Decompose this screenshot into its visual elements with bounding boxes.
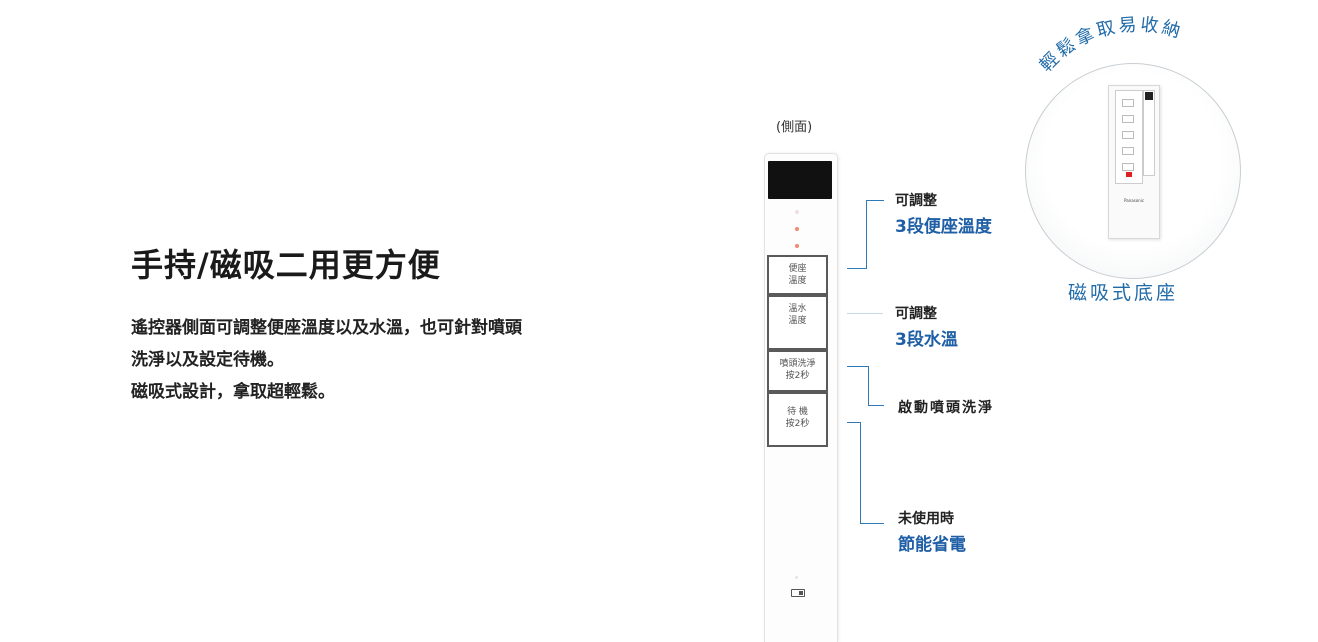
button-label: 待 機 — [787, 407, 808, 417]
annotation-water-temp: 可調整 3段水溫 — [895, 303, 958, 350]
mini-remote — [1115, 90, 1143, 184]
mini-button — [1122, 147, 1134, 155]
nozzle-wash-button: 噴頭洗淨 按2秒 — [767, 350, 828, 392]
annotation-label: 可調整 — [895, 306, 937, 322]
mini-button — [1122, 131, 1134, 139]
circle-caption: 磁吸式底座 — [1068, 282, 1179, 304]
description: 遙控器側面可調整便座溫度以及水溫，也可針對噴頭 洗淨以及設定待機。 磁吸式設計，… — [131, 312, 631, 408]
standby-button: 待 機 按2秒 — [767, 392, 828, 447]
bracket-line — [868, 366, 869, 406]
bracket-line — [847, 313, 883, 314]
description-line: 磁吸式設計，拿取超輕鬆。 — [131, 382, 335, 402]
bracket-line — [866, 200, 884, 201]
button-label: 按2秒 — [785, 371, 810, 381]
brand-logo: Panasonic — [1123, 198, 1145, 203]
description-line: 洗淨以及設定待機。 — [131, 350, 284, 370]
annotation-nozzle: 啟動噴頭洗淨 — [898, 397, 994, 417]
bracket-line — [847, 422, 861, 423]
remote-display — [768, 161, 832, 199]
annotation-label: 未使用時 — [898, 511, 954, 527]
annotation-highlight: 3段水溫 — [895, 330, 958, 350]
button-label: 按2秒 — [785, 419, 810, 429]
bracket-line — [868, 405, 884, 406]
indicator-dot — [795, 576, 798, 579]
bracket-line — [847, 268, 867, 269]
button-label: 溫度 — [788, 316, 807, 326]
mini-stop-button — [1126, 172, 1132, 177]
annotation-standby: 未使用時 節能省電 — [898, 508, 966, 555]
bracket-line — [860, 523, 884, 524]
magnetic-base-image: Panasonic — [1108, 85, 1160, 239]
seat-temp-button: 便座 溫度 — [767, 255, 828, 295]
annotation-seat-temp: 可調整 3段便座溫度 — [895, 190, 992, 237]
mini-remote-side — [1143, 90, 1155, 176]
bracket-line — [847, 366, 869, 367]
indicator-led — [795, 210, 799, 214]
annotation-highlight: 3段便座溫度 — [895, 217, 992, 237]
indicator-led — [795, 227, 799, 231]
button-label: 溫度 — [788, 276, 807, 286]
battery-icon — [791, 589, 805, 597]
mini-button — [1122, 99, 1134, 107]
description-line: 遙控器側面可調整便座溫度以及水溫，也可針對噴頭 — [131, 318, 522, 338]
annotation-label: 可調整 — [895, 193, 937, 209]
page-heading: 手持/磁吸二用更方便 — [131, 246, 441, 284]
mini-button — [1122, 115, 1134, 123]
bracket-line — [866, 200, 867, 269]
side-view-label: (側面) — [776, 120, 813, 135]
water-temp-button: 溫水 溫度 — [767, 295, 828, 350]
remote-controller-image: 便座 溫度 溫水 溫度 噴頭洗淨 按2秒 待 機 按2秒 — [764, 153, 838, 642]
button-label: 溫水 — [788, 304, 807, 314]
button-label: 便座 — [788, 264, 807, 274]
indicator-led — [795, 244, 799, 248]
annotation-highlight: 節能省電 — [898, 535, 966, 555]
bracket-line — [860, 422, 861, 524]
button-label: 噴頭洗淨 — [779, 359, 816, 369]
annotation-label: 啟動噴頭洗淨 — [898, 400, 994, 416]
mini-button — [1122, 163, 1134, 171]
